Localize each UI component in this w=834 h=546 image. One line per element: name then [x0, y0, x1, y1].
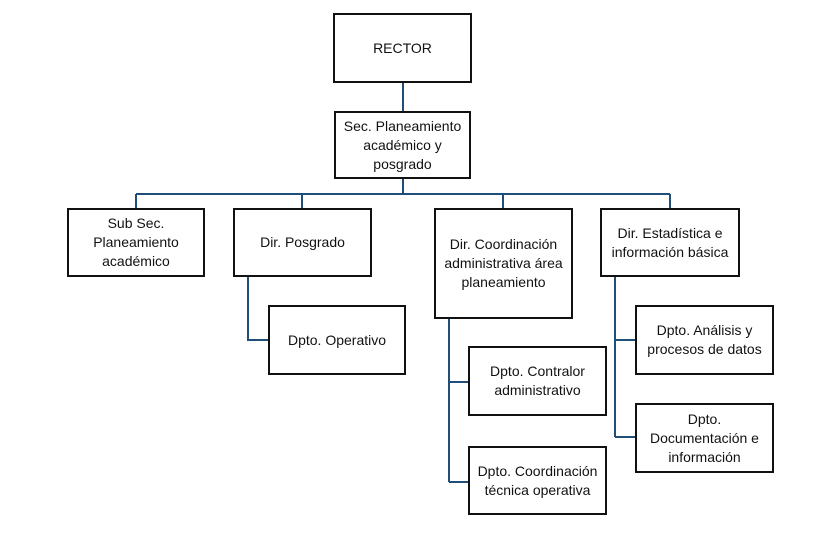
sec-planeamiento-box: Sec. Planeamiento académico y posgrado	[334, 111, 471, 179]
sub-sec-box: Sub Sec. Planeamiento académico	[67, 208, 205, 277]
sec-planeamiento-label: Sec. Planeamiento académico y posgrado	[343, 117, 462, 172]
dir-coordinacion-box: Dir. Coordinación administrativa área pl…	[434, 208, 573, 319]
dpto-contralor-label: Dpto. Contralor administrativo	[490, 363, 585, 398]
dpto-coord-tecnica-box: Dpto. Coordinación técnica operativa	[468, 446, 607, 515]
dpto-operativo-box: Dpto. Operativo	[268, 305, 406, 375]
dpto-operativo-label: Dpto. Operativo	[287, 331, 387, 348]
dpto-analisis-box: Dpto. Análisis y procesos de datos	[635, 305, 774, 375]
dir-posgrado-label: Dir. Posgrado	[260, 234, 345, 250]
dir-estadistica-box: Dir. Estadística e información básica	[600, 208, 740, 277]
dir-coordinacion-label: Dir. Coordinación administrativa área pl…	[444, 236, 563, 290]
dpto-documentacion-box: Dpto. Documentación e información	[635, 403, 774, 473]
dir-posgrado-box: Dir. Posgrado	[233, 208, 372, 277]
dpto-documentacion-label: Dpto. Documentación e información	[650, 410, 759, 465]
dpto-coord-tecnica-label: Dpto. Coordinación técnica operativa	[477, 462, 598, 498]
dir-estadistica-label: Dir. Estadística e información básica	[611, 224, 729, 260]
dpto-analisis-label: Dpto. Análisis y procesos de datos	[647, 322, 762, 357]
dpto-contralor-box: Dpto. Contralor administrativo	[468, 346, 607, 416]
rector-label: RECTOR	[373, 39, 432, 56]
rector-box: RECTOR	[333, 13, 472, 83]
sub-sec-label: Sub Sec. Planeamiento académico	[93, 215, 179, 269]
